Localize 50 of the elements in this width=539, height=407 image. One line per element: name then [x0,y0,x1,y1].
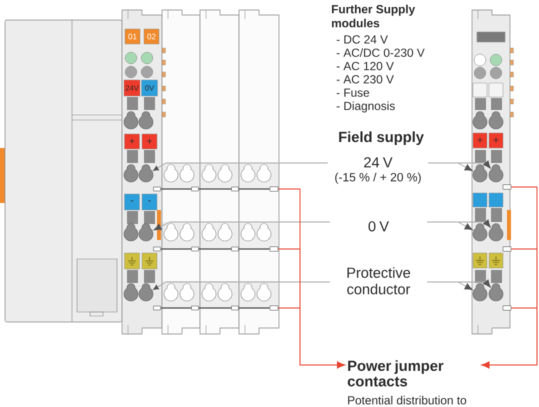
terminal-clamp [124,164,138,182]
terminal-clamp [124,111,138,130]
bracket-arrow [278,308,345,368]
list-item: - AC 230 V [336,75,394,84]
leader-line [428,160,491,169]
callout-label: Power jumper contacts Potential distribution to [348,360,466,404]
list-item: - Fuse [336,88,370,97]
marker-tag: - [142,194,158,210]
callout-label: Protective conductor [347,267,410,294]
marker-tag: 02 [144,28,160,44]
callout-label: 0 V [368,221,389,232]
terminal-clamp [488,111,504,130]
leader-line [153,162,328,171]
terminal-clamp [488,223,504,242]
jumper-contact [270,306,278,310]
terminal-clamp [472,164,488,182]
jumper-contact [502,184,512,190]
leader-line [426,280,491,288]
marker-tag: + [124,134,140,150]
terminal-clamp [488,164,504,182]
terminal-clamp [472,223,488,242]
jumper-contact [502,306,512,310]
marker-tag: + [472,132,488,148]
jumper-contact [270,186,278,192]
terminal-clamp [138,111,154,130]
terminal-clamp [124,223,138,242]
list-item: - AC/DC 0-230 V [336,48,425,57]
section-heading: Field supply [339,131,424,146]
jumper-contact [502,246,512,252]
terminal-clamp [124,283,138,302]
jumper-contact [270,246,278,252]
terminal-clamp [488,283,504,302]
list-item: - DC 24 V [336,35,388,44]
terminal-clamp [472,111,488,130]
leader-line [153,282,330,290]
bracket-arrow [482,308,538,368]
section-heading: Further Supply modules [332,4,416,28]
terminal-clamp [138,223,154,242]
marker-tag: - [124,194,140,210]
callout-label: 24 V (-15 % / + 20 %) [335,157,421,184]
list-item: - AC 120 V [336,62,394,70]
terminal-clamp [138,164,154,182]
terminal-clamp [138,283,154,302]
list-item: - Diagnosis [336,101,395,112]
terminal-clamp [472,283,488,302]
marker-tag: + [488,132,504,148]
leader-line [154,222,330,230]
leader-line [426,220,491,228]
marker-tag: + [142,134,158,150]
marker-tag: 01 [124,28,140,44]
